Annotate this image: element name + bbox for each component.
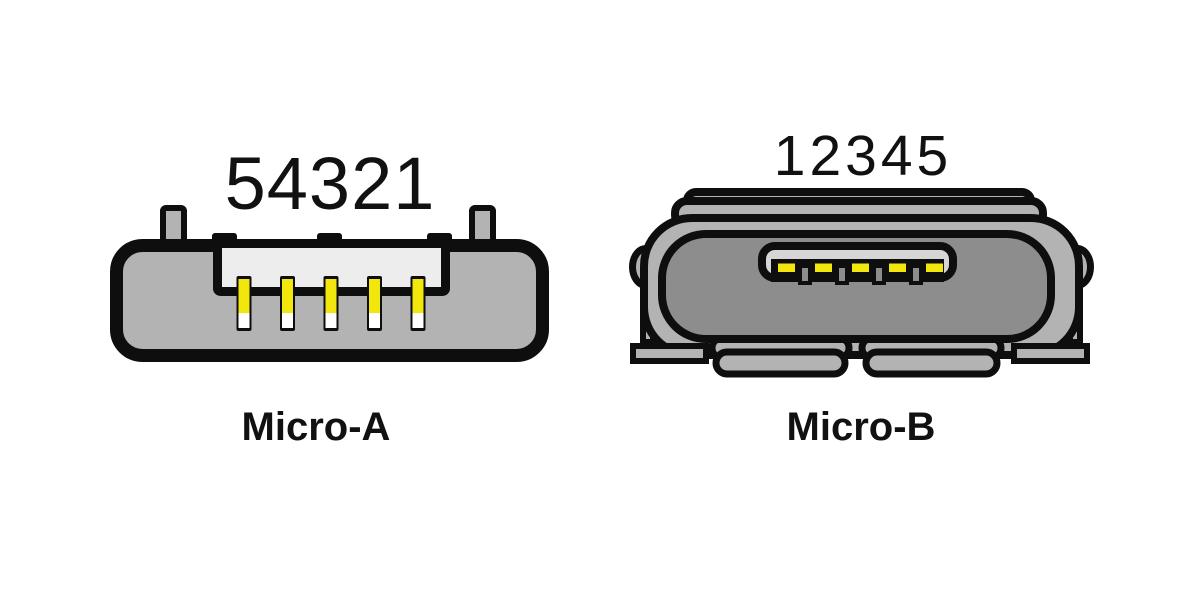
micro-b-pin (889, 263, 906, 272)
micro-b-label: Micro-B (786, 405, 936, 449)
micro-a-mount-tab-right (469, 205, 496, 245)
micro-b-connector-drawing (629, 188, 1094, 378)
micro-b-pin (778, 263, 795, 272)
micro-a-label: Micro-A (241, 405, 391, 449)
micro-b-pin (815, 263, 832, 272)
micro-b-pin-numbers: 12345 (773, 124, 953, 188)
micro-a-pin (367, 276, 382, 331)
micro-b-foot-left (630, 343, 709, 364)
micro-b-tooth-notch (798, 264, 812, 285)
micro-a-pin (410, 276, 426, 331)
micro-a-mount-tab-left (160, 205, 187, 245)
micro-b-tooth-notch (909, 264, 923, 285)
micro-b-pin (926, 263, 943, 272)
micro-a-connector-drawing (110, 205, 549, 362)
micro-b-pin (852, 263, 869, 272)
micro-a-pin (280, 276, 295, 331)
micro-b-bottom-lip-left-lower (712, 348, 849, 378)
micro-a-pin (323, 276, 339, 331)
micro-b-bottom-lip-right-lower (862, 348, 1001, 378)
micro-a-pin-numbers: 54321 (224, 142, 436, 225)
micro-b-tooth-notch (872, 264, 886, 285)
micro-b-tooth-notch (835, 264, 849, 285)
micro-a-pin (236, 276, 252, 331)
micro-b-foot-right (1011, 343, 1090, 364)
